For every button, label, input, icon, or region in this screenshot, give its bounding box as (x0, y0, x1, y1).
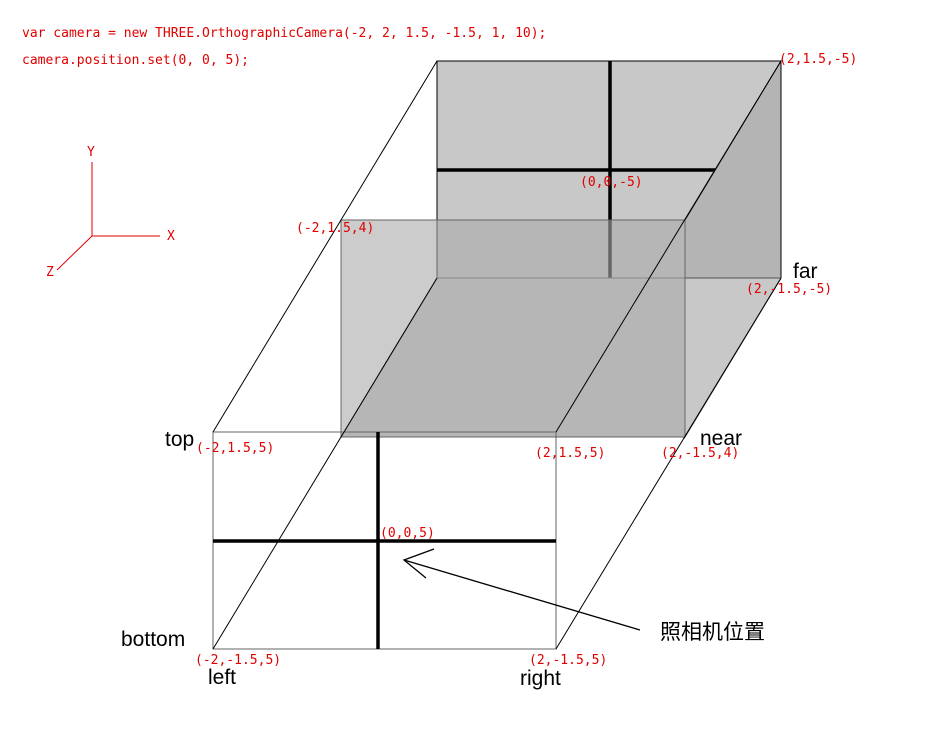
near-plane (340, 219, 686, 438)
frustum-edges (212, 60, 782, 650)
edge-bottom-right (555, 277, 782, 650)
coord-far-top-right: (2,1.5,-5) (779, 52, 857, 67)
x-axis-label: X (167, 229, 175, 244)
z-axis-label: Z (46, 265, 54, 280)
label-far: far (793, 260, 818, 283)
coord-far-bottom-right: (2,-1.5,-5) (746, 282, 832, 297)
label-left: left (208, 666, 236, 689)
coord-near-bottom-right: (2,-1.5,4) (661, 446, 739, 461)
edge-top-left (212, 60, 438, 433)
label-near: near (700, 427, 742, 450)
coord-far-center: (0,0,-5) (580, 175, 643, 190)
coord-camera-bottom-right: (2,-1.5,5) (529, 653, 607, 668)
y-axis-label: Y (87, 145, 95, 160)
camera-position-arrow (402, 548, 641, 631)
camera-position-caption: 照相机位置 (660, 620, 765, 644)
edge-bottom-left (212, 277, 438, 650)
coord-camera-top-left: (-2,1.5,5) (196, 441, 274, 456)
label-bottom: bottom (121, 628, 185, 651)
code-line-2: camera.position.set(0, 0, 5); (22, 53, 249, 68)
coord-camera-center: (0,0,5) (380, 526, 435, 541)
coord-near-top-left: (-2,1.5,4) (296, 221, 374, 236)
coord-camera-top-right: (2,1.5,5) (535, 446, 605, 461)
axes-gizmo (56, 162, 160, 271)
edge-top-right (555, 60, 782, 433)
coord-camera-bottom-left: (-2,-1.5,5) (195, 653, 281, 668)
code-line-1: var camera = new THREE.OrthographicCamer… (22, 26, 546, 41)
label-right: right (520, 667, 561, 690)
label-top: top (165, 428, 194, 451)
z-axis-line (56, 235, 93, 271)
